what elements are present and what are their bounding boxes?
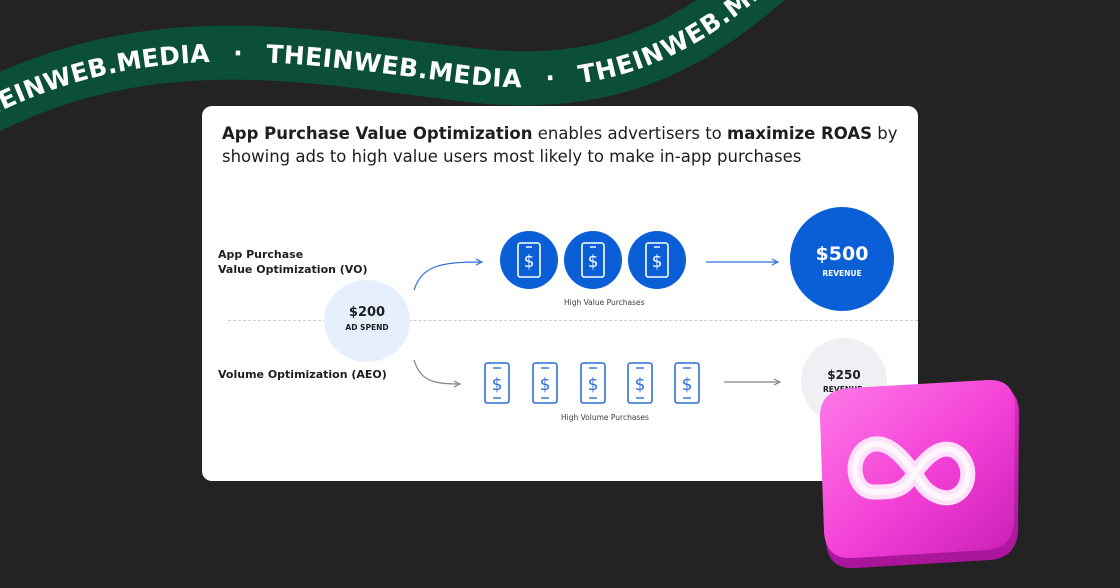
headline-emphasis: maximize ROAS xyxy=(727,124,872,143)
phone-dollar-icon: $ xyxy=(628,231,686,289)
phone-dollar-outline-icon: $ xyxy=(673,361,701,405)
headline-feature-name: App Purchase Value Optimization xyxy=(222,124,533,143)
vo-revenue-amount: $500 xyxy=(815,243,869,265)
vo-label-line1: App Purchase xyxy=(218,248,304,261)
vo-revenue-arrow xyxy=(706,258,780,266)
aeo-revenue-amount: $250 xyxy=(827,368,861,382)
phone-dollar-icon: $ xyxy=(564,231,622,289)
aeo-revenue-arrow xyxy=(724,378,782,386)
watermark-text-4: THEINWEB.MEDIA xyxy=(0,0,14,15)
phone-dollar-icon: $ xyxy=(500,231,558,289)
svg-text:$: $ xyxy=(524,252,535,272)
watermark-separator-2: · xyxy=(544,63,556,93)
watermark-separator-3: · xyxy=(0,0,5,15)
headline-text-b: by showing ads to high value users most … xyxy=(222,124,898,166)
vo-revenue-label: REVENUE xyxy=(822,269,862,278)
svg-text:$: $ xyxy=(492,375,503,395)
svg-text:$: $ xyxy=(588,375,599,395)
phone-dollar-outline-icon: $ xyxy=(626,361,654,405)
ad-spend-label: AD SPEND xyxy=(345,323,389,332)
vo-revenue-circle: $500 REVENUE xyxy=(790,207,894,311)
vo-label-line2: Value Optimization (VO) xyxy=(218,263,368,276)
divider-line xyxy=(228,320,918,321)
headline: App Purchase Value Optimization enables … xyxy=(222,122,902,168)
svg-text:$: $ xyxy=(635,375,646,395)
ad-spend-circle: $200 AD SPEND xyxy=(324,280,410,362)
phone-dollar-outline-icon: $ xyxy=(579,361,607,405)
meta-infinity-icon xyxy=(819,380,1019,569)
phone-dollar-outline-icon: $ xyxy=(483,361,511,405)
svg-text:$: $ xyxy=(682,375,693,395)
watermark-text-3: THEINWEB.MEDIA xyxy=(0,0,794,89)
headline-text-a: enables advertisers to xyxy=(532,124,728,143)
ad-spend-amount: $200 xyxy=(348,305,386,320)
watermark-text-2: THEINWEB.MEDIA xyxy=(266,39,523,93)
aeo-purchases-caption: High Volume Purchases xyxy=(561,413,649,422)
aeo-row-label: Volume Optimization (AEO) xyxy=(218,368,387,381)
diagram-card: App Purchase Value Optimization enables … xyxy=(202,106,918,481)
svg-text:$: $ xyxy=(540,375,551,395)
vo-row-label: App Purchase Value Optimization (VO) xyxy=(218,247,368,277)
watermark-text-1: THEINWEB.MEDIA xyxy=(0,39,211,133)
aeo-curved-arrow xyxy=(413,359,462,388)
svg-text:$: $ xyxy=(652,252,663,272)
vo-purchases-caption: High Value Purchases xyxy=(564,298,645,307)
svg-text:$: $ xyxy=(588,252,599,272)
vo-curved-arrow xyxy=(413,258,484,291)
watermark-separator-1: · xyxy=(233,39,243,68)
phone-dollar-outline-icon: $ xyxy=(531,361,559,405)
